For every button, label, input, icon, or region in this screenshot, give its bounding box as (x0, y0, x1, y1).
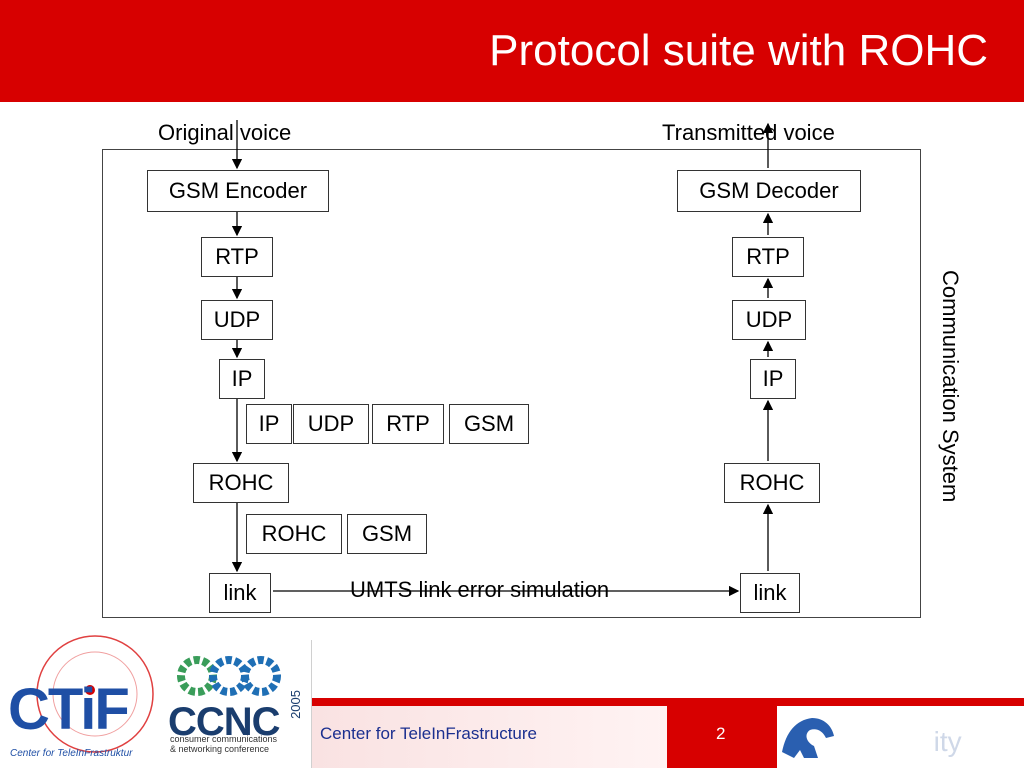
aalborg-main-part: univers (834, 726, 934, 757)
ccnc-subtitle-line2: & networking conference (170, 744, 270, 754)
aalborg-main-text: university (834, 726, 962, 758)
ccnc-rings-icon (177, 656, 281, 696)
compressed-gsm-field: GSM (347, 514, 427, 554)
footer-page-band (667, 706, 777, 768)
ccnc-year: 2005 (288, 690, 303, 719)
gsm-encoder-box: GSM Encoder (147, 170, 329, 212)
footer-red-bar (312, 698, 1024, 706)
slide-title: Protocol suite with ROHC (489, 26, 988, 75)
packet-gsm-field: GSM (449, 404, 529, 444)
right-rohc-box: ROHC (724, 463, 820, 503)
left-rohc-box: ROHC (193, 463, 289, 503)
ccnc-subtitle-line1: consumer communications (170, 734, 278, 744)
original-voice-label: Original voice (158, 120, 292, 145)
communication-system-label: Communication System (938, 270, 963, 503)
title-bar (0, 0, 1024, 102)
footer-center-text: Center for TeleInFrastructure (320, 724, 537, 743)
right-ip-box: IP (750, 359, 796, 399)
ctif-wordmark: CTiF (8, 677, 130, 742)
aalborg-lion-icon (782, 718, 834, 758)
footer-band (312, 706, 667, 768)
page-number: 2 (716, 724, 726, 743)
aalborg-end-part: ity (933, 726, 962, 757)
packet-udp-field: UDP (293, 404, 369, 444)
ccnc-wordmark: CCNC (168, 700, 281, 744)
ctif-circle-icon (36, 635, 154, 753)
left-udp-box: UDP (201, 300, 273, 340)
footer-divider (311, 640, 312, 768)
transmitted-voice-label: Transmitted voice (662, 120, 835, 145)
right-rtp-box: RTP (732, 237, 804, 277)
communication-system-frame (102, 149, 921, 618)
left-ip-box: IP (219, 359, 265, 399)
right-link-box: link (740, 573, 800, 613)
compressed-rohc-field: ROHC (246, 514, 342, 554)
aalborg-top-text: AALBORG (832, 716, 893, 728)
left-link-box: link (209, 573, 271, 613)
umts-link-label: UMTS link error simulation (350, 577, 610, 602)
packet-ip-field: IP (246, 404, 292, 444)
gsm-decoder-box: GSM Decoder (677, 170, 861, 212)
left-rtp-box: RTP (201, 237, 273, 277)
right-udp-box: UDP (732, 300, 806, 340)
packet-rtp-field: RTP (372, 404, 444, 444)
ctif-subtitle: Center for TeleInFrastruktur (10, 748, 133, 759)
